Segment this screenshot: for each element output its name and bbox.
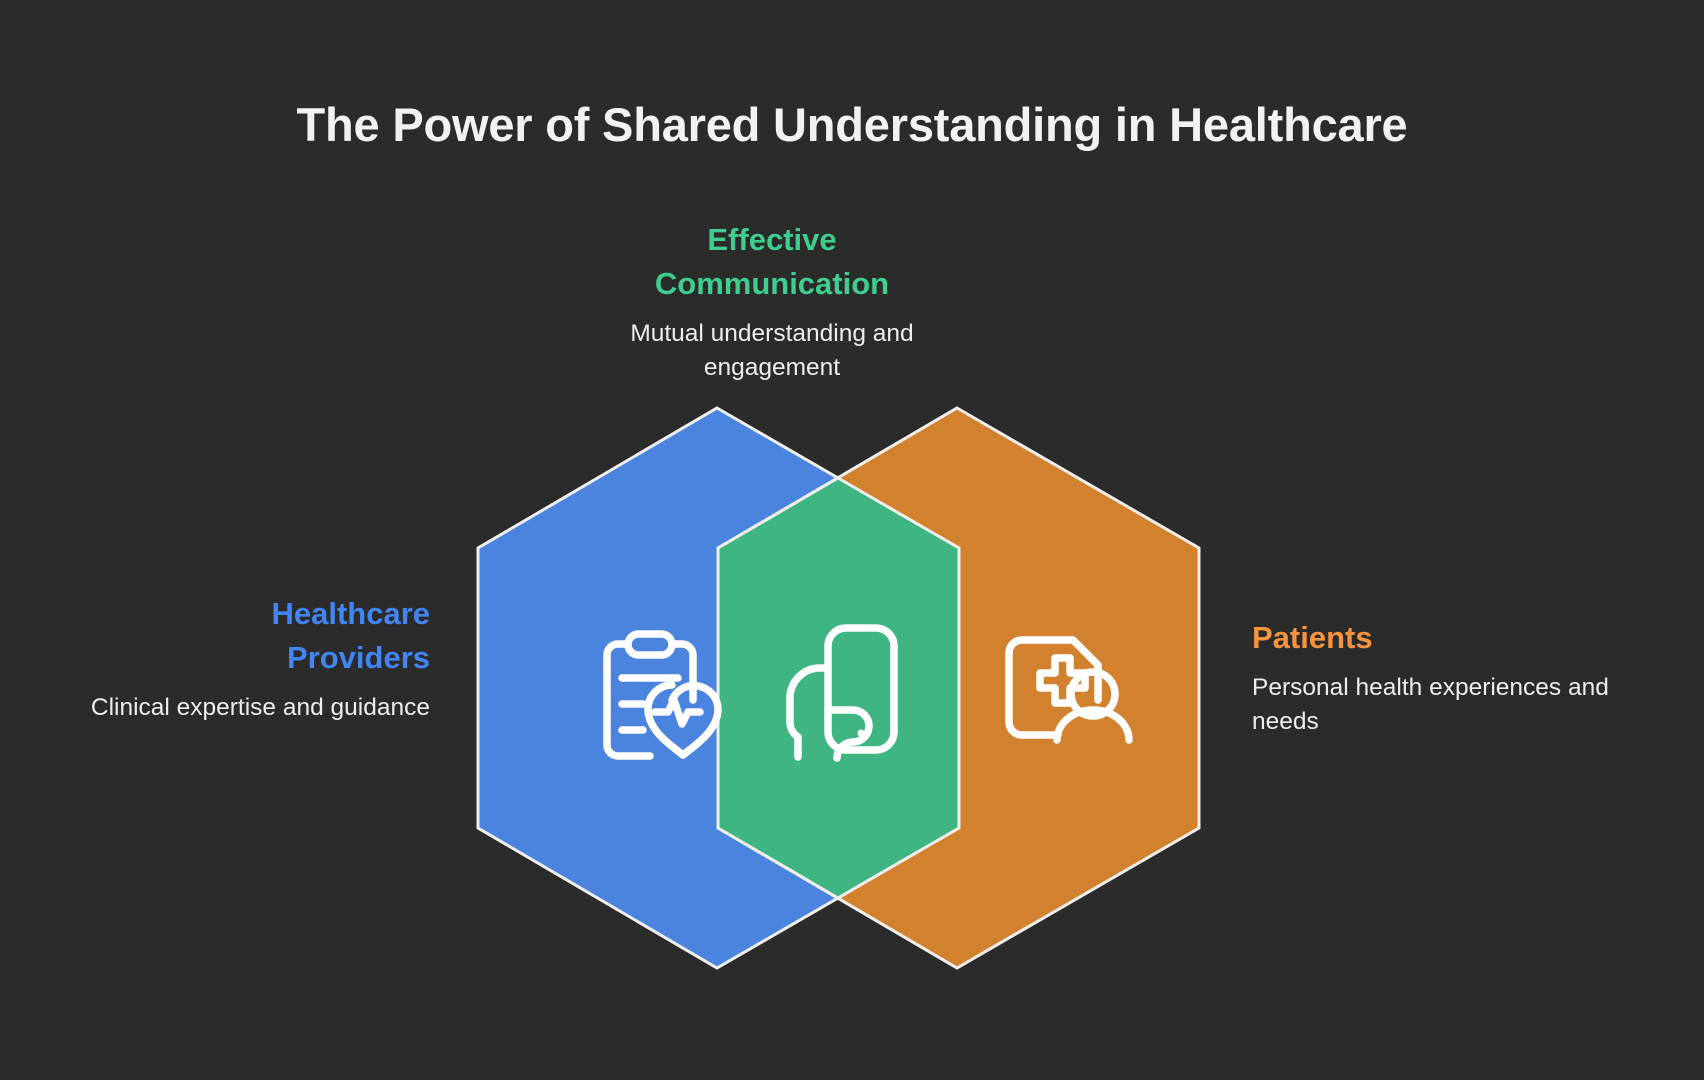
label-title-line1: Effective (707, 222, 837, 257)
label-title-providers: Healthcare Providers (58, 592, 430, 680)
label-title-patients: Patients (1252, 616, 1652, 660)
label-desc-providers: Clinical expertise and guidance (90, 694, 430, 722)
label-title-line1: Patients (1252, 620, 1373, 655)
speech-bubble-question-icon (786, 624, 898, 762)
label-title-communication: Effective Communication (572, 218, 972, 306)
label-title-line2: Providers (286, 640, 430, 676)
label-block-providers: Healthcare Providers Clinical expertise … (58, 592, 430, 725)
medical-record-person-icon (1005, 636, 1133, 744)
label-title-line1: Healthcare (271, 596, 430, 631)
hexagon-communication[interactable] (716, 476, 961, 900)
label-desc-communication: Mutual understanding and engagement (630, 320, 914, 381)
label-desc-patients: Personal health experiences and needs (1252, 674, 1609, 735)
clipboard-heart-icon (603, 630, 722, 760)
label-block-communication: Effective Communication Mutual understan… (572, 218, 972, 385)
label-title-line2: Communication (654, 266, 890, 302)
label-block-patients: Patients Personal health experiences and… (1252, 616, 1652, 739)
page-title: The Power of Shared Understanding in Hea… (296, 98, 1408, 151)
